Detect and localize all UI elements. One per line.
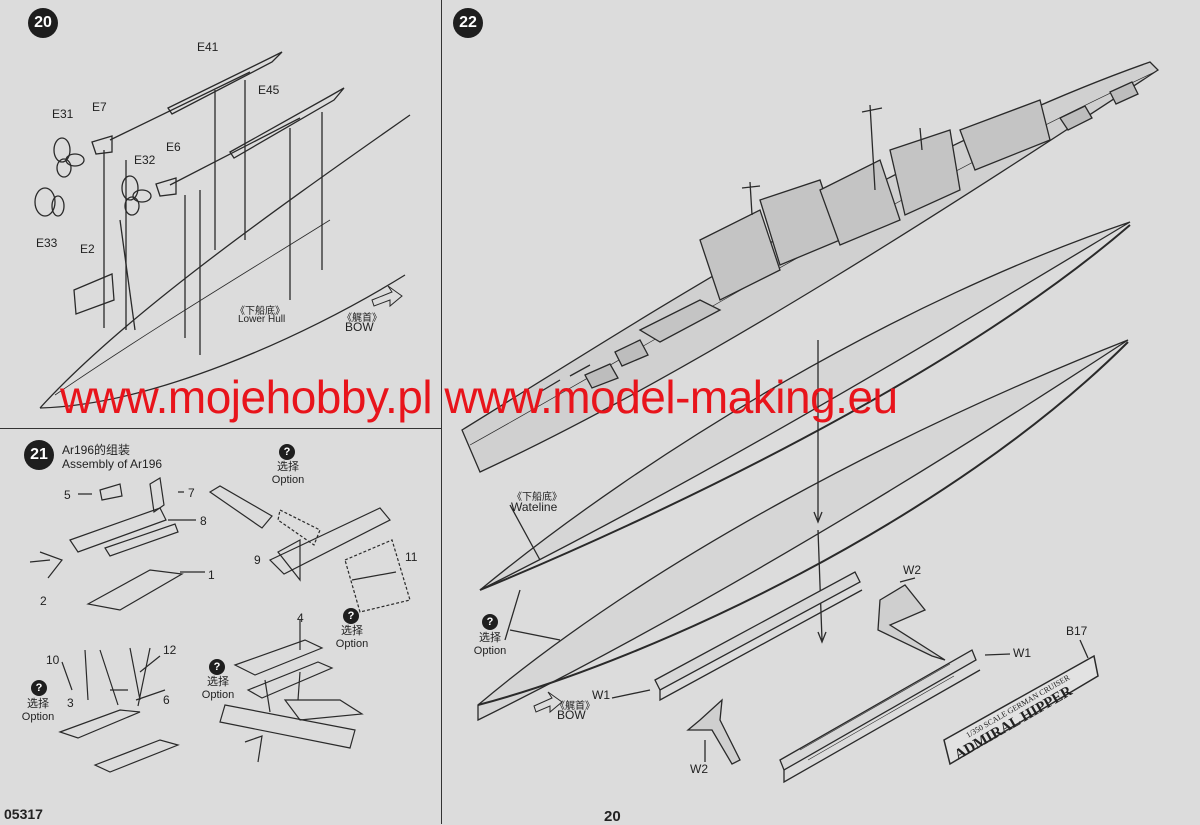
ar196-part-9: 9 [254, 553, 261, 567]
lower-hull-bottom [477, 339, 1129, 722]
option-label-cn: 选择 [277, 461, 299, 473]
option-label-21c: 选择 Option [194, 676, 242, 702]
option-label-cn: 选择 [207, 676, 229, 688]
part-label-b17: B17 [1066, 624, 1088, 638]
waterline-hull-top [479, 221, 1131, 591]
page-number: 20 [604, 808, 621, 825]
part-label-w1-right: W1 [1013, 646, 1031, 660]
part-label-e2: E2 [80, 242, 95, 256]
ar196-part-10: 10 [46, 653, 60, 667]
panel-divider-horizontal [0, 428, 441, 429]
float-left [58, 709, 141, 739]
part-label-w2-bottom: W2 [690, 762, 708, 776]
part-label-e32: E32 [134, 153, 156, 167]
lower-hull-label: Lower Hull [238, 314, 286, 325]
ar196-part-8: 8 [200, 514, 207, 528]
step-22-badge: 22 [453, 8, 483, 38]
ar196-part-3: 3 [67, 696, 74, 710]
wateline-label: Wateline [511, 500, 558, 514]
step-21-title-cn: Ar196的组装 [62, 443, 131, 457]
stand-base-top [654, 571, 861, 691]
option-label-en: Option [21, 711, 55, 723]
option-label-21b: 选择 Option [328, 625, 376, 651]
shaft-e7 [109, 71, 251, 141]
ar196-part-5: 5 [64, 488, 71, 502]
option-label-en: Option [201, 689, 235, 701]
part-label-e31: E31 [52, 107, 74, 121]
panel-divider-vertical [441, 0, 442, 824]
fuselage-assembled [268, 507, 391, 575]
stand-support-w2-bottom [686, 698, 741, 765]
ar196-part-12: 12 [163, 643, 177, 657]
rudder-e2 [73, 273, 115, 315]
option-label-en: Option [473, 645, 507, 657]
option-icon-21b: ? [343, 608, 359, 624]
ar196-part-1: 1 [208, 568, 215, 582]
part-label-e33: E33 [36, 236, 58, 250]
stand-base-bottom [779, 649, 977, 771]
ar196-part-6: 6 [163, 693, 170, 707]
nameplate-line2: ADMIRAL HIPPER [952, 683, 1075, 763]
part-label-e7: E7 [92, 100, 107, 114]
ar196-part-7: 7 [188, 486, 195, 500]
bow-label-cn-20: 《艉首》 [342, 313, 382, 324]
wing-left [208, 485, 273, 529]
part-label-e41: E41 [197, 40, 219, 54]
part-e41-shape [167, 51, 283, 115]
part-label-w2-top: W2 [903, 563, 921, 577]
part-label-e6: E6 [166, 140, 181, 154]
option-label-cn: 选择 [479, 632, 501, 644]
option-icon-21c: ? [209, 659, 225, 675]
superstructure [638, 99, 1051, 343]
option-icon-21d: ? [31, 680, 47, 696]
option-label-cn: 选择 [341, 625, 363, 637]
stand-support-w2-top [877, 584, 946, 661]
wateline-label-cn: 《下船底》 [512, 492, 562, 503]
option-label-22: 选择 Option [466, 632, 514, 658]
nameplate-shape [943, 654, 1099, 766]
option-icon-22: ? [482, 614, 498, 630]
propeller-e32 [121, 175, 152, 216]
lower-hull-label-cn: 《下船底》 [235, 306, 285, 317]
propeller-e31 [53, 137, 85, 178]
bow-label-22: BOW [557, 708, 586, 722]
float-part [86, 569, 184, 611]
step-21-title: Assembly of Ar196 [62, 457, 163, 471]
bow-label-cn-22: 《艉首》 [555, 701, 595, 712]
float-assembly-top [233, 639, 324, 676]
float-right [93, 739, 180, 773]
shaft-e6 [169, 117, 301, 186]
part-e45-shape [229, 87, 345, 159]
step-21-badge: 21 [24, 440, 54, 470]
option-label-cn: 选择 [27, 698, 49, 710]
tail-part [149, 477, 165, 514]
lower-hull-outline [39, 114, 411, 409]
option-label-en: Option [335, 638, 369, 650]
option-label-en: Option [271, 474, 305, 486]
part-label-e45: E45 [258, 83, 280, 97]
ar196-part-11: 11 [405, 550, 418, 564]
plane-bottom [219, 704, 356, 749]
watermark-text: www.mojehobby.pl www.model-making.eu [60, 371, 898, 423]
product-code: 05317 [4, 806, 43, 822]
option-label-21d: 选择 Option [14, 698, 62, 724]
cockpit-part [99, 483, 123, 501]
ar196-part-4: 4 [297, 611, 304, 625]
propeller-e33 [34, 187, 65, 217]
option-label-21a: 选择 Option [264, 461, 312, 487]
part-label-w1-left: W1 [592, 688, 610, 702]
step-20-badge: 20 [28, 8, 58, 38]
fuselage-part [69, 507, 167, 553]
bow-label-20: BOW [345, 320, 374, 334]
option-icon-21a: ? [279, 444, 295, 460]
ar196-part-2: 2 [40, 594, 47, 608]
